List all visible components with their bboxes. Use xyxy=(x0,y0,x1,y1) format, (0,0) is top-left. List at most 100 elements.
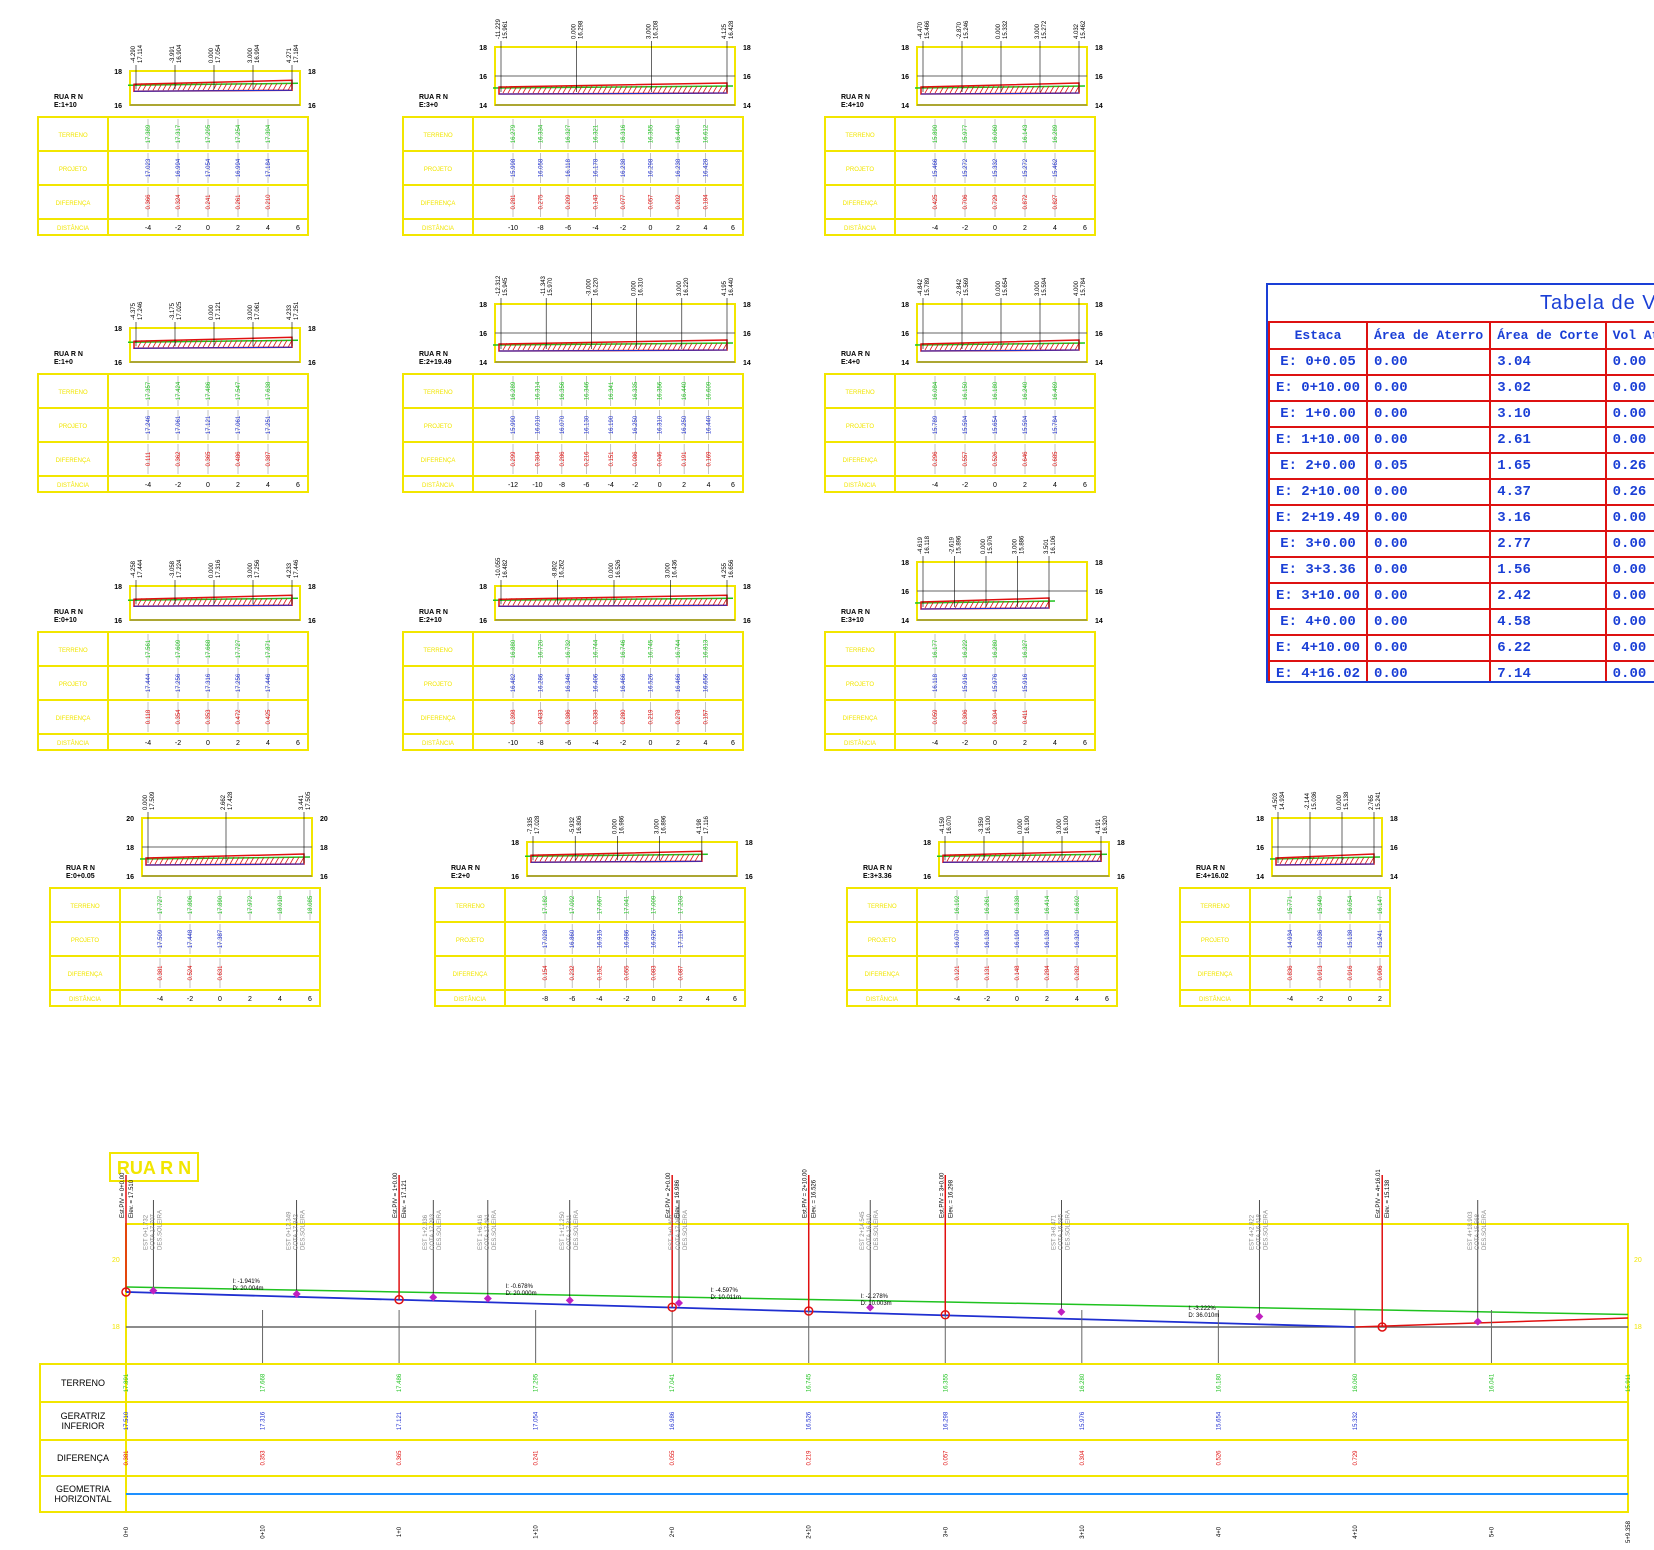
distance-label: 2 xyxy=(1023,740,1027,747)
cut-hatch xyxy=(597,85,603,94)
section-value-diferenca: 0.729 xyxy=(993,194,999,210)
section-value-projeto: 17.509 xyxy=(158,929,164,948)
elevation-label-right: 16 xyxy=(1117,874,1125,881)
cut-hatch xyxy=(252,340,258,348)
distance-label: 6 xyxy=(296,482,300,489)
section-row-label: DIFERENÇA xyxy=(865,972,900,978)
cut-hatch xyxy=(944,85,950,94)
section-value-projeto: 17.446 xyxy=(266,673,272,692)
cut-hatch xyxy=(527,598,533,606)
cut-hatch xyxy=(232,83,238,91)
cut-hatch xyxy=(1031,854,1037,862)
section-value-terreno: 16.813 xyxy=(704,639,710,658)
cut-hatch xyxy=(964,600,970,609)
elevation-label-right: 18 xyxy=(1095,560,1103,567)
section-value-terreno: 16.746 xyxy=(621,639,627,658)
distance-label: 6 xyxy=(731,482,735,489)
offset-value: -3.359 xyxy=(979,816,985,834)
offset-elevation: 15.945 xyxy=(503,277,509,296)
cut-hatch xyxy=(652,85,658,94)
cut-hatch xyxy=(232,340,238,348)
elevation-label-right: 18 xyxy=(743,45,751,52)
distance-label: 2 xyxy=(679,996,683,1003)
design-line xyxy=(920,607,1050,610)
offset-value: 0.000 xyxy=(209,304,215,320)
cut-hatch xyxy=(717,598,723,606)
section-row-label: DISTÂNCIA xyxy=(844,482,876,489)
cut-hatch xyxy=(1004,600,1010,609)
cut-hatch xyxy=(1309,856,1315,865)
cut-hatch xyxy=(1344,856,1350,865)
section-value-terreno: 16.321 xyxy=(594,124,600,143)
section-row-label: DISTÂNCIA xyxy=(57,225,89,232)
profile-value-diferenca: 0.055 xyxy=(670,1450,676,1466)
section-value-projeto: 16.238 xyxy=(621,158,627,177)
cut-hatch xyxy=(539,854,545,862)
section-value-terreno: 16.261 xyxy=(985,895,991,914)
distance-label: 0 xyxy=(993,482,997,489)
cut-hatch xyxy=(637,85,643,94)
volume-table-row-cell: 0.00 xyxy=(1604,426,1654,454)
cut-hatch xyxy=(542,598,548,606)
distance-label: -8 xyxy=(537,225,543,232)
distance-label: 0 xyxy=(1015,996,1019,1003)
volume-table-row-cell: 0.00 xyxy=(1366,608,1492,636)
cut-hatch xyxy=(247,598,253,606)
section-value-projeto: 15.916 xyxy=(1023,673,1029,692)
offset-value: -11.343 xyxy=(541,275,547,296)
section-value-projeto: 15.654 xyxy=(993,415,999,434)
distance-label: -12 xyxy=(508,482,518,489)
grade-distance: D: 20.000m xyxy=(506,1291,537,1297)
elevation-label-right: 16 xyxy=(743,331,751,338)
profile-station-label: 4+10 xyxy=(1353,1525,1359,1539)
cut-hatch xyxy=(1334,856,1340,865)
cut-hatch xyxy=(1086,854,1092,862)
cut-hatch xyxy=(702,598,708,606)
offset-value: -7.335 xyxy=(528,816,534,834)
section-table-frame xyxy=(1179,887,1391,1007)
cut-hatch xyxy=(277,83,283,91)
cut-hatch xyxy=(287,340,293,348)
grade-percent: I: -4.597% xyxy=(710,1288,738,1294)
cut-hatch xyxy=(1034,85,1040,94)
section-row-label: DISTÂNCIA xyxy=(69,996,101,1003)
section-row-label: PROJETO xyxy=(424,424,453,430)
cut-hatch xyxy=(642,342,648,351)
volume-table-header-cell: Área de Corte xyxy=(1489,321,1607,350)
section-value-terreno: 16.612 xyxy=(704,124,710,143)
distance-label: -2 xyxy=(175,225,181,232)
cut-hatch xyxy=(1299,856,1305,865)
cut-hatch xyxy=(147,83,153,91)
volume-table-row-cell: 2.61 xyxy=(1489,426,1607,454)
distance-label: -2 xyxy=(962,225,968,232)
section-value-terreno: 16.289 xyxy=(511,381,517,400)
section-row-label: DIFERENÇA xyxy=(1198,972,1233,978)
section-station-label: E:4+10 xyxy=(841,102,864,109)
section-value-diferenca: 0.286 xyxy=(560,451,566,467)
grade-distance: D: 20.004m xyxy=(233,1286,264,1292)
cut-hatch xyxy=(222,340,228,348)
cut-hatch xyxy=(1034,342,1040,351)
section-value-diferenca: 0.169 xyxy=(707,451,713,467)
section-station-label: E:4+16.02 xyxy=(1196,873,1229,880)
section-row-label: DISTÂNCIA xyxy=(422,740,454,747)
cut-hatch xyxy=(217,598,223,606)
offset-elevation: 17.184 xyxy=(294,44,300,63)
design-line xyxy=(1275,863,1375,866)
section-value-projeto: 15.462 xyxy=(1053,158,1059,177)
section-value-diferenca: 0.872 xyxy=(1023,194,1029,210)
profile-value-geratriz: 17.510 xyxy=(124,1411,130,1430)
cut-hatch xyxy=(1071,854,1077,862)
section-value-projeto: 17.061 xyxy=(176,415,182,434)
design-line xyxy=(145,863,305,866)
cut-hatch xyxy=(234,856,240,865)
soleira-label: COTA 16.595 xyxy=(1058,1213,1064,1250)
volume-table-row-cell: E: 0+10.00 xyxy=(1268,374,1369,402)
profile-station-label: 5+9.358 xyxy=(1626,1520,1632,1543)
ground-line xyxy=(492,597,734,602)
cut-hatch xyxy=(577,85,583,94)
cut-hatch xyxy=(1036,854,1042,862)
